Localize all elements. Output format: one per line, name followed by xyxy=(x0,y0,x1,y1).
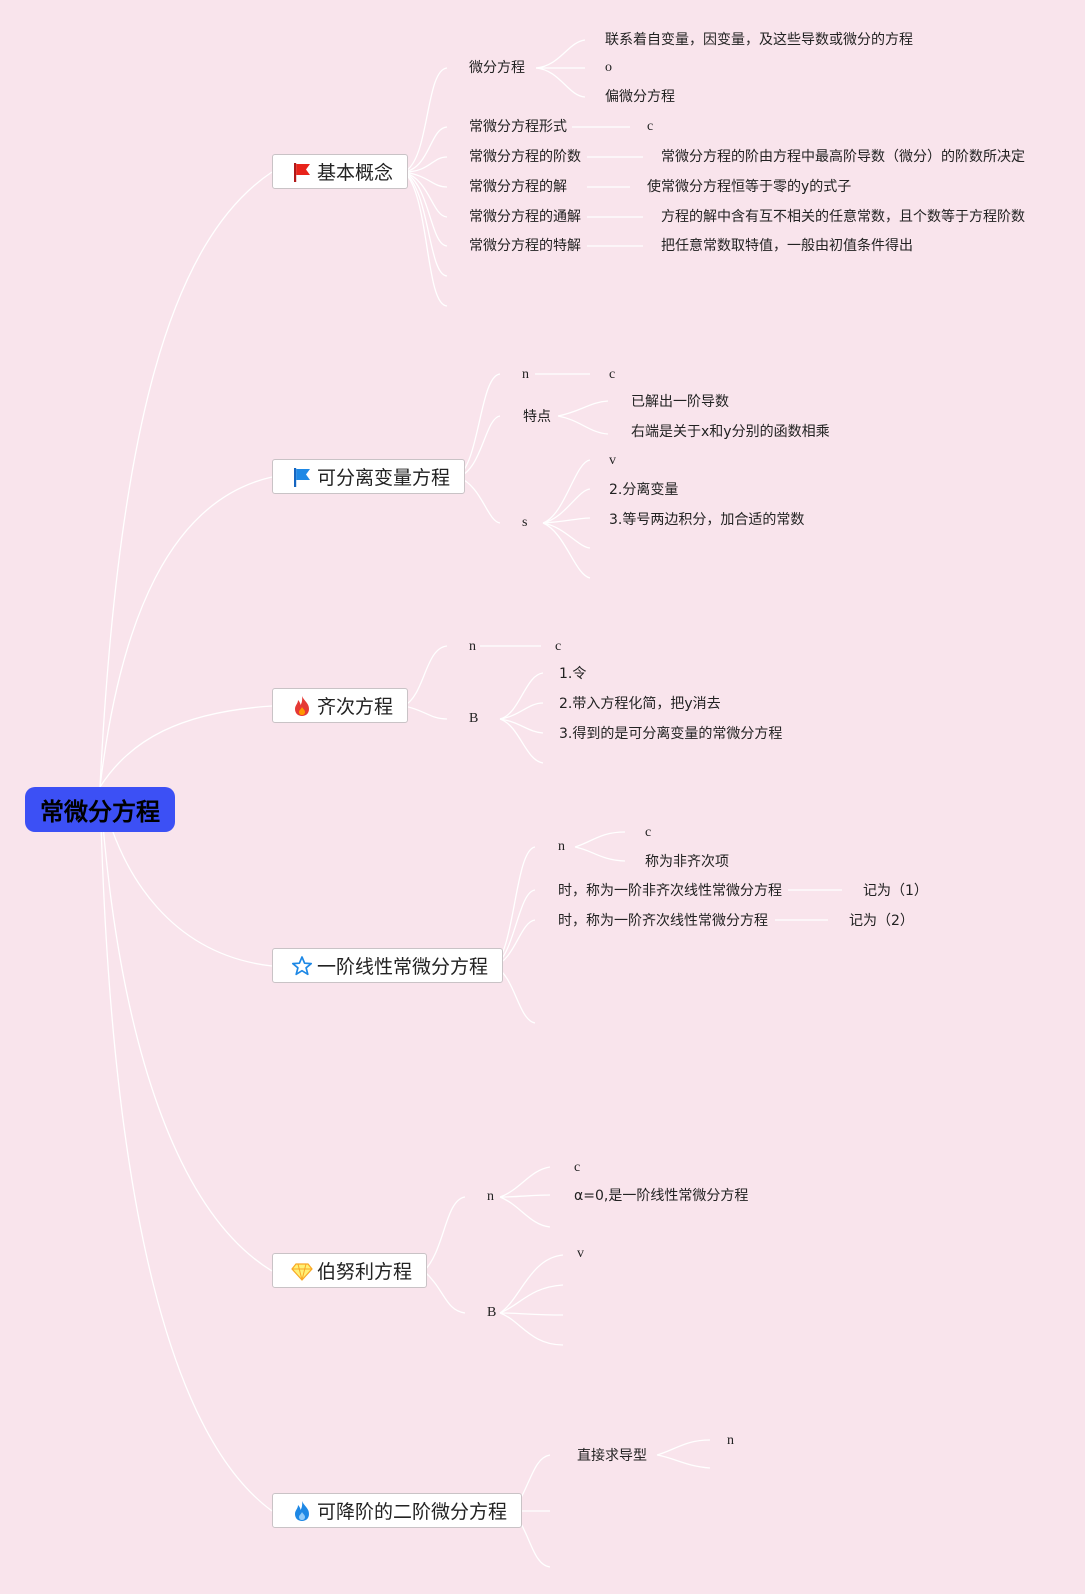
topic-label: 一阶线性常微分方程 xyxy=(317,956,489,978)
node-label[interactable]: c xyxy=(609,367,616,382)
node-label[interactable]: o xyxy=(605,60,612,75)
node-label[interactable]: α=0,是一阶线性常微分方程 xyxy=(574,1188,749,1204)
topic-bernoulli-equation[interactable]: 伯努利方程 xyxy=(272,1253,428,1288)
node-label[interactable]: n xyxy=(522,367,529,382)
node-label[interactable]: n xyxy=(727,1433,734,1448)
node-label[interactable]: 已解出一阶导数 xyxy=(631,394,729,410)
node-label[interactable]: B xyxy=(487,1305,497,1320)
node-label[interactable]: 记为（1） xyxy=(863,883,928,899)
node-label[interactable]: 微分方程 xyxy=(469,60,525,76)
node-label[interactable]: 常微分方程的阶数 xyxy=(469,149,581,165)
blue-flag-icon xyxy=(291,466,313,488)
node-label[interactable]: 常微分方程的解 xyxy=(469,179,567,195)
node-label[interactable]: c xyxy=(574,1160,581,1175)
node-label[interactable]: 称为非齐次项 xyxy=(645,854,729,870)
topic-label: 可分离变量方程 xyxy=(317,467,451,489)
node-label[interactable]: 直接求导型 xyxy=(577,1448,647,1464)
node-label[interactable]: 2.带入方程化简，把y消去 xyxy=(559,696,721,712)
star-icon xyxy=(291,955,313,977)
node-label[interactable]: 记为（2） xyxy=(849,913,914,929)
node-label[interactable]: c xyxy=(645,825,652,840)
topic-label: 基本概念 xyxy=(317,162,394,184)
node-label[interactable]: n xyxy=(469,639,476,654)
node-label[interactable]: B xyxy=(469,711,479,726)
node-label[interactable]: 右端是关于x和y分别的函数相乘 xyxy=(631,424,830,440)
topic-label: 可降阶的二阶微分方程 xyxy=(317,1501,508,1523)
diamond-icon xyxy=(291,1260,313,1282)
node-label[interactable]: 特点 xyxy=(523,409,551,425)
node-label[interactable]: 常微分方程的通解 xyxy=(469,209,581,225)
node-label[interactable]: s xyxy=(522,515,528,530)
topic-reducible-second-order[interactable]: 可降阶的二阶微分方程 xyxy=(272,1493,523,1528)
node-label[interactable]: 常微分方程的特解 xyxy=(469,238,581,254)
node-label[interactable]: 使常微分方程恒等于零的y的式子 xyxy=(647,179,852,195)
node-label[interactable]: c xyxy=(647,119,654,134)
node-label[interactable]: 方程的解中含有互不相关的任意常数，且个数等于方程阶数 xyxy=(661,209,1025,225)
topic-basic-concepts[interactable]: 基本概念 xyxy=(272,154,409,189)
topic-homogeneous-equation[interactable]: 齐次方程 xyxy=(272,688,409,723)
root-topic[interactable]: 常微分方程 xyxy=(25,787,175,832)
node-label[interactable]: n xyxy=(558,839,565,854)
flame-icon xyxy=(291,1500,313,1522)
topic-label: 齐次方程 xyxy=(317,696,394,718)
node-label[interactable]: 时，称为一阶非齐次线性常微分方程 xyxy=(558,883,782,899)
topic-first-order-linear[interactable]: 一阶线性常微分方程 xyxy=(272,948,504,983)
node-label[interactable]: 常微分方程形式 xyxy=(469,119,567,135)
node-label[interactable]: 时，称为一阶齐次线性常微分方程 xyxy=(558,913,768,929)
fire-icon xyxy=(291,695,313,717)
topic-separable-equation[interactable]: 可分离变量方程 xyxy=(272,459,466,494)
node-label[interactable]: v xyxy=(609,453,616,468)
node-label[interactable]: 偏微分方程 xyxy=(605,89,675,105)
node-label[interactable]: 常微分方程的阶由方程中最高阶导数（微分）的阶数所决定 xyxy=(661,149,1025,165)
node-label[interactable]: 2.分离变量 xyxy=(609,482,679,498)
node-label[interactable]: 把任意常数取特值，一般由初值条件得出 xyxy=(661,238,913,254)
node-label[interactable]: 1.令 xyxy=(559,666,587,682)
node-label[interactable]: 3.等号两边积分，加合适的常数 xyxy=(609,512,805,528)
node-label[interactable]: v xyxy=(577,1246,584,1261)
node-label[interactable]: 3.得到的是可分离变量的常微分方程 xyxy=(559,726,783,742)
red-flag-icon xyxy=(291,161,313,183)
node-label[interactable]: n xyxy=(487,1189,494,1204)
node-label[interactable]: 联系着自变量，因变量，及这些导数或微分的方程 xyxy=(605,32,913,48)
topic-label: 伯努利方程 xyxy=(317,1261,413,1283)
node-label[interactable]: c xyxy=(555,639,562,654)
